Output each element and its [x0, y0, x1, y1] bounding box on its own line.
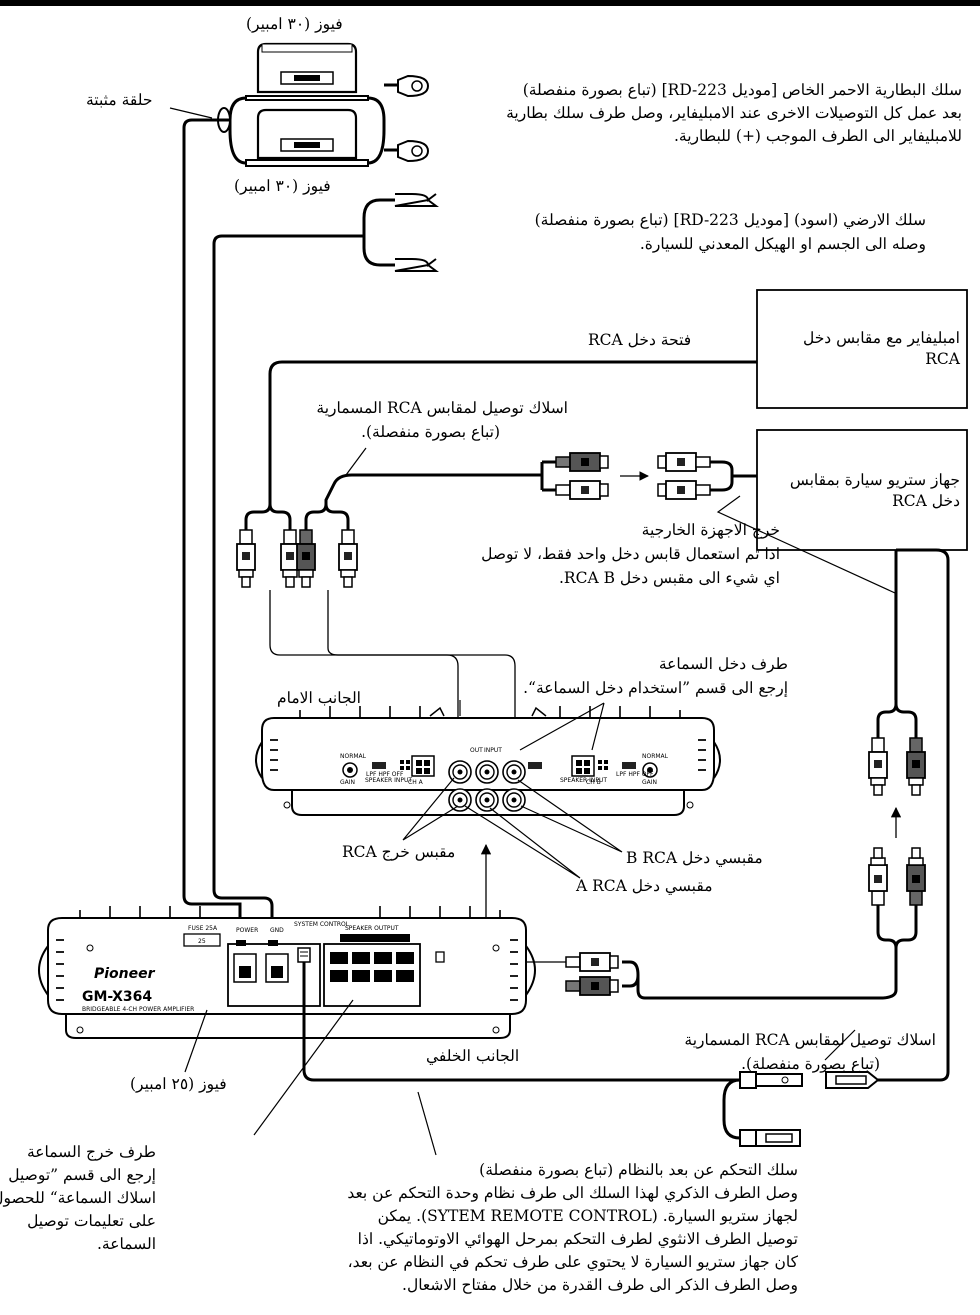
remote-wire-line-6: وصل الطرف الذكر الى طرف القدرة من خلال م… — [402, 1276, 798, 1294]
front-input-label: INPUT — [484, 747, 502, 754]
speaker-output-line-1: طرف خرج السماعة — [26, 1143, 156, 1161]
rca-input-jack-label: فتحة دخل RCA — [588, 331, 692, 349]
battery-wire-line-1: سلك البطارية الاحمر الخاص [موديل RD-223]… — [522, 81, 962, 99]
remote-wire-line-2: وصل الطرف الذكري لهذا السلك الى طرف نظام… — [347, 1184, 798, 1202]
ground-wire-line-1: سلك الارضي (اسود) [موديل RD-223] (تباع ب… — [534, 211, 926, 229]
speaker-input-line-1: طرف دخل السماعة — [658, 655, 788, 673]
external-output-line-1: خرج الاجهزة الخارجية — [641, 521, 780, 539]
remote-female-connector-2 — [739, 1129, 801, 1147]
remote-wire-line-4: توصيل الطرف الانثوي لطرف التحكم بمرحل ال… — [357, 1230, 798, 1248]
fuse-value: 25 — [198, 938, 206, 945]
amplifier-front: OUT INPUT CH A CH B SPEAKER INPUT SPEAKE… — [255, 706, 721, 816]
amp-with-rca-box — [756, 289, 968, 409]
car-stereo-box-text: جهاز ستريو سيارة بمقابس دخل RCA — [789, 471, 960, 510]
fuse-title: FUSE 25A — [188, 925, 218, 932]
front-normal-a: NORMAL — [340, 753, 367, 760]
rca-output-jack-label: مقبس خرج RCA — [342, 843, 456, 861]
fuse-holder-top — [245, 42, 369, 101]
fuse-25a-label: فيوز (٢٥ امبير) — [130, 1075, 227, 1093]
speaker-output-line-3: اسلاك السماعة“ للحصول — [0, 1189, 156, 1207]
remote-female-connector — [825, 1071, 880, 1089]
system-control-label: SYSTEM CONTROL — [294, 921, 350, 928]
ring-terminal-bottom — [397, 139, 430, 163]
amp-with-rca-box-text: امبليفاير مع مقابس دخل RCA — [802, 329, 960, 368]
car-stereo-box — [756, 429, 968, 551]
gnd-label: GND — [270, 927, 284, 934]
ring-terminal-top — [397, 74, 430, 98]
battery-wire-line-2: بعد عمل كل التوصيلات الاخرى عند الامبليف… — [506, 104, 962, 122]
front-side-label: الجانب الامام — [277, 689, 361, 707]
front-lpf-a: LPF HPF OFF — [366, 771, 404, 778]
rca-input-b-label: مقبسي دخل B RCA — [626, 849, 763, 867]
rca-cables-top-line-2: (تباع بصورة منفصلة). — [361, 423, 500, 441]
speaker-output-label: SPEAKER OUTPUT — [345, 925, 399, 932]
brand-logo: Pioneer — [94, 966, 156, 982]
front-output-label: OUT — [470, 747, 483, 754]
fuse-30a-bottom-label: فيوز (٣٠ امبير) — [234, 177, 331, 195]
grommet-label: حلقة مثبتة — [86, 91, 153, 109]
rear-side-label: الجانب الخلفي — [426, 1047, 520, 1065]
rca-cables-top-line-1: اسلاك توصيل لمقابس RCA المسمارية — [316, 399, 568, 417]
front-lpf-b: LPF HPF OFF — [616, 771, 654, 778]
front-gain-a: GAIN — [340, 779, 355, 786]
front-speaker-input-a: SPEAKER INPUT — [365, 777, 412, 784]
speaker-output-line-5: السماعة. — [96, 1235, 156, 1253]
power-label: POWER — [236, 927, 258, 934]
model-number: GM-X364 — [82, 989, 152, 1005]
model-subtitle: BRIDGEABLE 4-CH POWER AMPLIFIER — [82, 1006, 194, 1013]
external-output-line-3: اي شيء الى مقبس دخل RCA B. — [558, 569, 780, 587]
speaker-output-line-4: على تعليمات توصيل — [27, 1212, 156, 1230]
fuse-30a-top-label: فيوز (٣٠ امبير) — [246, 15, 343, 33]
remote-wire-line-3: لجهاز ستريو السيارة. (SYTEM REMOTE CONTR… — [377, 1207, 798, 1225]
battery-wire-line-3: للامبليفاير الى الطرف الموجب (+) للبطاري… — [673, 127, 962, 145]
remote-wire-line-1: سلك التحكم عن بعد بالنظام (تباع بصورة من… — [479, 1161, 798, 1179]
remote-wire-line-5: كان جهاز ستريو السيارة لا يحتوي على طرف … — [347, 1253, 798, 1271]
remote-male-connector — [739, 1071, 803, 1089]
front-gain-b: GAIN — [642, 779, 657, 786]
fuse-holder-bottom — [245, 108, 369, 167]
speaker-output-line-2: إرجع الى قسم ”توصيل — [8, 1166, 156, 1184]
front-speaker-input-b: SPEAKER INPUT — [560, 777, 607, 784]
ground-wire-line-2: وصله الى الجسم او الهيكل المعدني للسيارة… — [639, 235, 926, 253]
ground-terminals — [380, 193, 440, 273]
rca-cables-bottom-line-1: اسلاك توصيل لمقابس RCA المسمارية — [684, 1031, 936, 1049]
external-output-line-2: اذا تم استعمال قابس دخل واحد فقط، لا توص… — [481, 545, 780, 563]
speaker-input-line-2: إرجع الى قسم ”استخدام دخل السماعة“. — [523, 679, 788, 697]
top-rule — [0, 0, 980, 6]
rca-input-a-label: مقبسي دخل A RCA — [576, 877, 713, 895]
front-ch-b: CH B — [586, 779, 601, 786]
rca-cables-bottom-line-2: (تباع بصورة منفصلة). — [741, 1055, 880, 1073]
front-normal-b: NORMAL — [642, 753, 669, 760]
amplifier-rear: Pioneer GM-X364 BRIDGEABLE 4-CH POWER AM… — [38, 906, 536, 1039]
front-ch-a: CH A — [408, 779, 424, 786]
